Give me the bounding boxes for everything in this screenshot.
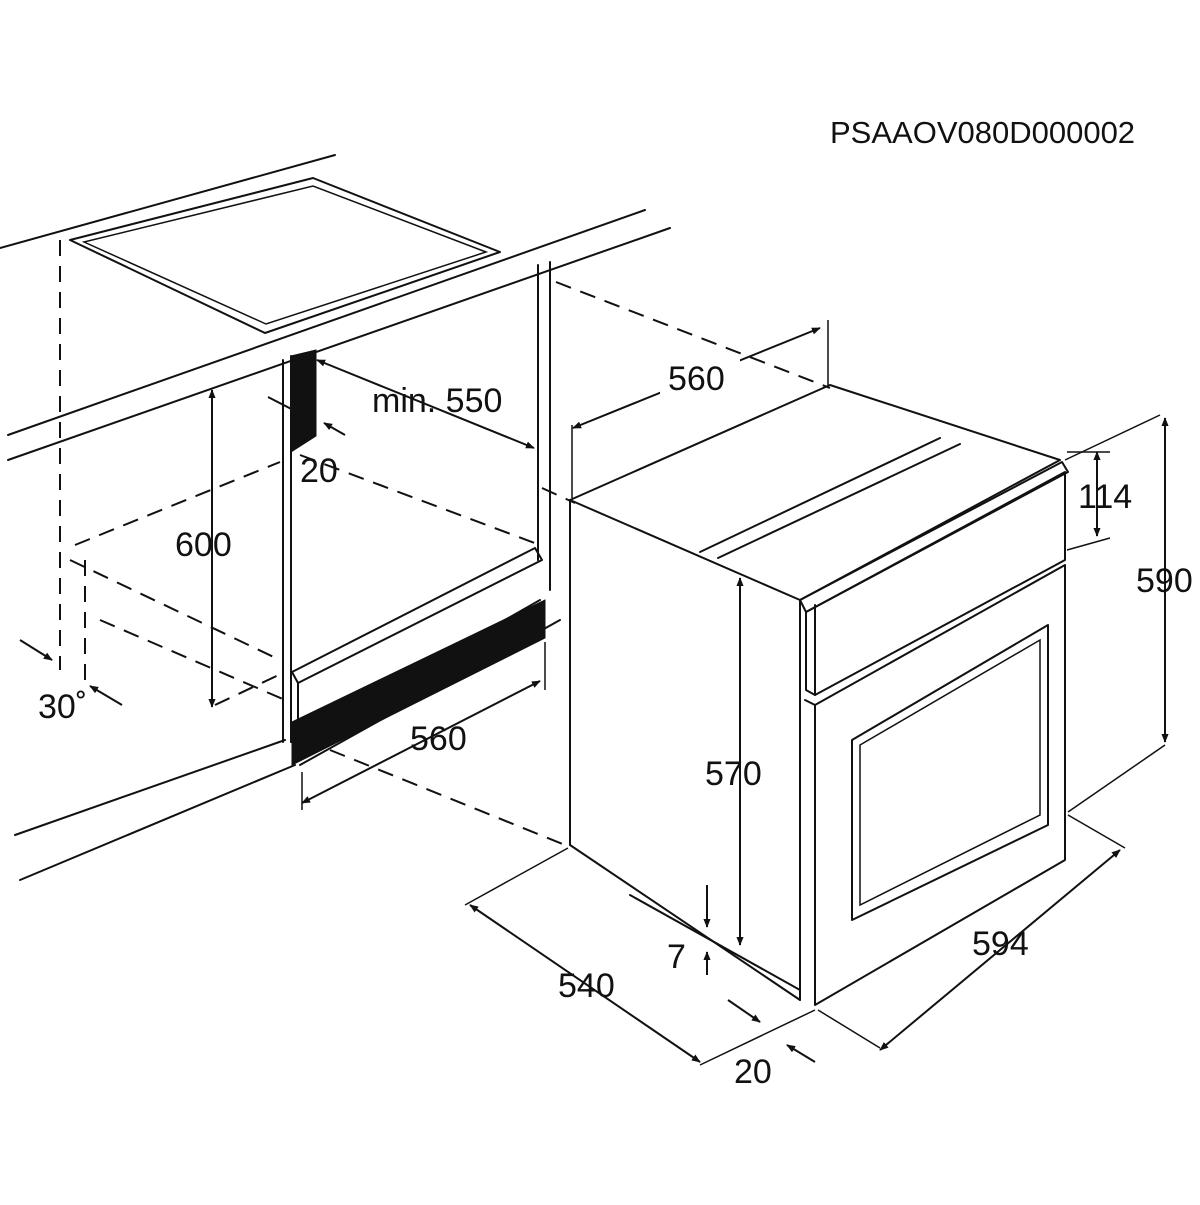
dim-niche-depth-min: min. 550	[372, 382, 502, 420]
dim-plinth-offset: 7	[667, 938, 686, 976]
dim-niche-height: 600	[175, 526, 232, 564]
oven	[569, 384, 1069, 1006]
dimension-lines	[19, 320, 1169, 1066]
dim-front-thickness: 20	[734, 1053, 772, 1091]
dim-body-depth: 540	[558, 967, 615, 1005]
dim-oven-height: 590	[1136, 562, 1193, 600]
dim-vent-gap: 20	[300, 452, 338, 490]
diagram-code: PSAAOV080D000002	[830, 115, 1135, 150]
dim-angle: 30˚	[38, 688, 87, 726]
worktop	[0, 154, 671, 461]
dim-body-height: 570	[705, 755, 762, 793]
dim-niche-width-top: 560	[668, 360, 725, 398]
dim-panel-height: 114	[1078, 478, 1132, 516]
cooktop	[69, 177, 501, 334]
dim-niche-width-bottom: 560	[410, 720, 467, 758]
dim-front-width: 594	[972, 925, 1029, 963]
